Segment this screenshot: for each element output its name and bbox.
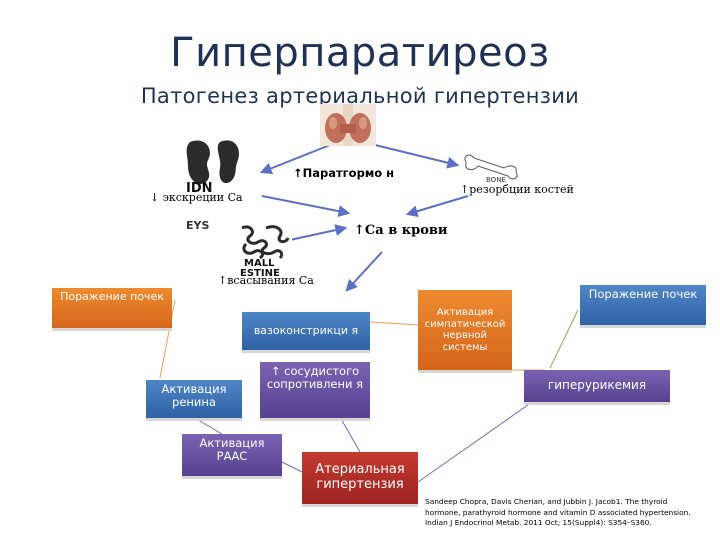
- calcium-blood-label: ↑Са в крови: [354, 223, 448, 238]
- connector-kidney-right-hyperuricemia: [549, 309, 579, 369]
- raas-activation-box: Активация РААС: [182, 434, 282, 476]
- connector-kidney-renin: [159, 299, 176, 379]
- sympathetic-activation-box: Активация симпатической нервной системы: [418, 290, 512, 370]
- connector-vasc-hypertension: [339, 416, 361, 453]
- kidney-image: IDN EYS: [184, 136, 244, 232]
- kidney-excretion-label: ↓ экскреции Са: [150, 191, 243, 204]
- renin-activation-box: Активация ренина: [146, 380, 242, 418]
- vascular-resistance-box: ↑ сосудистого сопротивлени я: [260, 362, 370, 418]
- bone-image: BONE: [464, 154, 518, 184]
- bone-resorption-label: ↑резорбции костей: [460, 183, 574, 196]
- intestine-image-label-2: ESTINE: [240, 268, 280, 276]
- arrow-intestine-to-ca: [289, 224, 348, 241]
- connector-hyperuricemia-hypertension: [417, 399, 536, 483]
- kidney-image-label-2: EYS: [186, 219, 209, 232]
- intestine-absorption-label: ↑всасывания Са: [218, 274, 314, 287]
- citation-text: Sandeep Chopra, Davis Cherian, and Jubbi…: [425, 497, 691, 528]
- intestine-image: MALL ESTINE: [236, 222, 292, 276]
- kidney-image-label: IDN: [186, 181, 213, 196]
- connector-symp-vasc: [369, 321, 419, 326]
- vasoconstriction-box: вазоконстрикци я: [242, 312, 370, 350]
- arrow-kidney-to-ca: [261, 195, 351, 218]
- arrow-thyroid-to-kidney: [259, 144, 331, 175]
- arterial-hypertension-box: Атериальная гипертензия: [302, 452, 418, 504]
- arrow-ca-down: [345, 251, 383, 292]
- connector-renin-raas: [192, 416, 223, 435]
- thyroid-image: [320, 104, 376, 146]
- slide-title: Гиперпаратиреоз: [170, 30, 550, 76]
- pth-label: ↑Паратгормо н: [293, 166, 395, 180]
- intestine-image-label: MALL: [244, 258, 275, 269]
- hyperuricemia-box: гиперурикемия: [524, 370, 670, 402]
- kidney-damage-right-box: Поражение почек: [580, 285, 706, 325]
- kidney-damage-left-box: Поражение почек: [52, 288, 172, 328]
- connector-raas-hypertension: [281, 461, 303, 473]
- arrow-bone-to-ca: [405, 195, 469, 217]
- arrow-thyroid-to-bone: [374, 144, 460, 169]
- bone-image-label: BONE: [486, 176, 506, 184]
